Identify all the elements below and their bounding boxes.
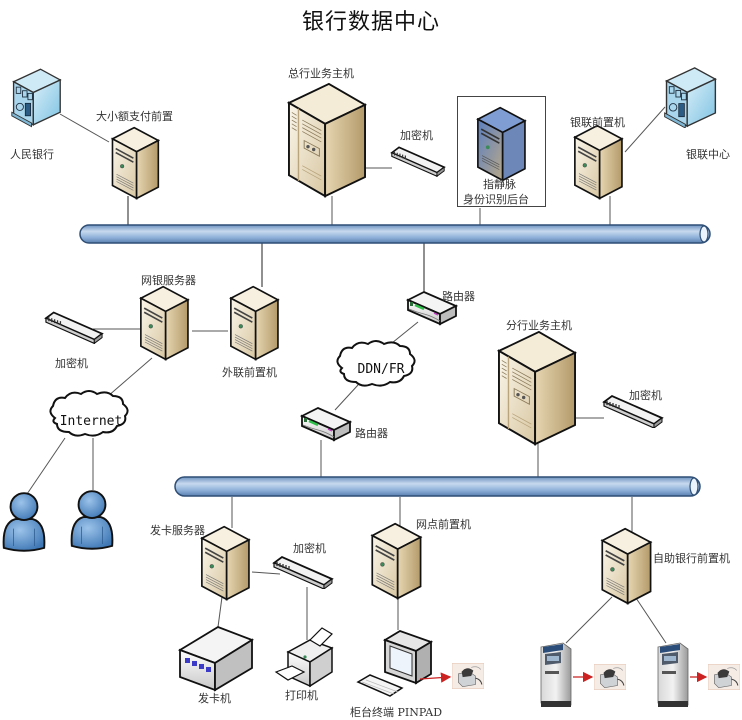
- server-icon-selfservice-front: [601, 527, 652, 605]
- finger-vein-box: [457, 96, 546, 207]
- label-payment-front: 大小额支付前置: [96, 110, 173, 123]
- person-icon-user2: [70, 490, 114, 550]
- label-external-front: 外联前置机: [222, 366, 277, 379]
- server-icon-outlet-front: [371, 522, 422, 600]
- label-unionpay-front: 银联前置机: [570, 116, 625, 129]
- bank-building-icon-unionpay: [663, 67, 717, 128]
- label-unionpay-center: 银联中心: [686, 148, 730, 161]
- server-icon-ebank: [139, 285, 189, 361]
- connection-lines: [24, 106, 667, 644]
- encryptor-icon-card: [273, 556, 333, 589]
- label-card-server: 发卡服务器: [150, 524, 205, 537]
- server-icon-card-server: [200, 525, 250, 601]
- label-ebank-server: 网银服务器: [141, 274, 196, 287]
- link-card-encryptor: [251, 571, 281, 575]
- cloud-icon-ddn: DDN/FR: [336, 340, 416, 387]
- label-printer: 打印机: [285, 689, 318, 702]
- server-icon-payment-front: [111, 126, 160, 200]
- label-outlet-front: 网点前置机: [416, 518, 471, 531]
- arrows: [419, 671, 708, 683]
- link-internet-user1: [24, 437, 66, 498]
- link-ddn-router: [334, 384, 359, 411]
- diagram-title: 银行数据中心: [301, 10, 440, 35]
- link-selfservice-atm2: [631, 591, 667, 644]
- link-unionpay-center: [624, 106, 666, 153]
- link-pboc-payment: [59, 113, 110, 143]
- person-icon-user1: [2, 492, 46, 552]
- atm-icon-2: [657, 642, 689, 707]
- cloud-label-internet: Internet: [60, 414, 123, 429]
- mainframe-icon-hq-host: [288, 82, 366, 198]
- label-router-top: 路由器: [442, 290, 475, 303]
- pinpad-icon-atm1: [594, 664, 626, 690]
- pinpad-icon-atm2: [708, 664, 740, 690]
- label-finger-vein-1: 指静脉: [483, 178, 516, 191]
- label-teller-terminal: 柜台终端 PINPAD: [350, 706, 443, 719]
- label-ebank-encryptor: 加密机: [55, 357, 88, 370]
- atm-icon-1: [540, 642, 572, 707]
- encryptor-icon-hq: [390, 146, 446, 177]
- label-finger-vein-2: 身份识别后台: [463, 193, 529, 206]
- card-issuer-icon: [177, 626, 255, 692]
- label-pboc: 人民银行: [10, 148, 54, 161]
- cloud-label-ddn: DDN/FR: [358, 362, 405, 377]
- workstation-icon: [356, 630, 434, 697]
- label-selfservice-front: 自助银行前置机: [653, 552, 730, 565]
- link-card-machine: [217, 596, 223, 628]
- label-hq-host: 总行业务主机: [288, 67, 354, 80]
- backbone-pipe-bottom: [174, 476, 701, 497]
- pinpad-icon-teller: [452, 663, 484, 689]
- server-icon-unionpay-front: [573, 124, 623, 200]
- cloud-icon-internet: Internet: [49, 390, 129, 437]
- label-router-bottom: 路由器: [355, 427, 388, 440]
- label-hq-encryptor: 加密机: [400, 129, 433, 142]
- router-icon-bottom: [300, 406, 352, 442]
- server-icon-external-front: [229, 285, 279, 361]
- arrow-terminal-pinpad: [419, 672, 452, 683]
- encryptor-icon-ebank: [45, 311, 103, 344]
- label-card-encryptor: 加密机: [293, 542, 326, 555]
- bank-building-icon-pboc: [11, 68, 61, 128]
- link-selfservice-atm1: [565, 596, 613, 644]
- backbone-pipe-top: [79, 224, 711, 244]
- label-branch-encryptor: 加密机: [629, 389, 662, 402]
- printer-icon: [274, 627, 334, 688]
- label-card-machine: 发卡机: [198, 692, 231, 705]
- label-branch-host: 分行业务主机: [506, 319, 572, 332]
- link-router-ddn: [391, 321, 419, 344]
- mainframe-icon-branch-host: [498, 330, 576, 446]
